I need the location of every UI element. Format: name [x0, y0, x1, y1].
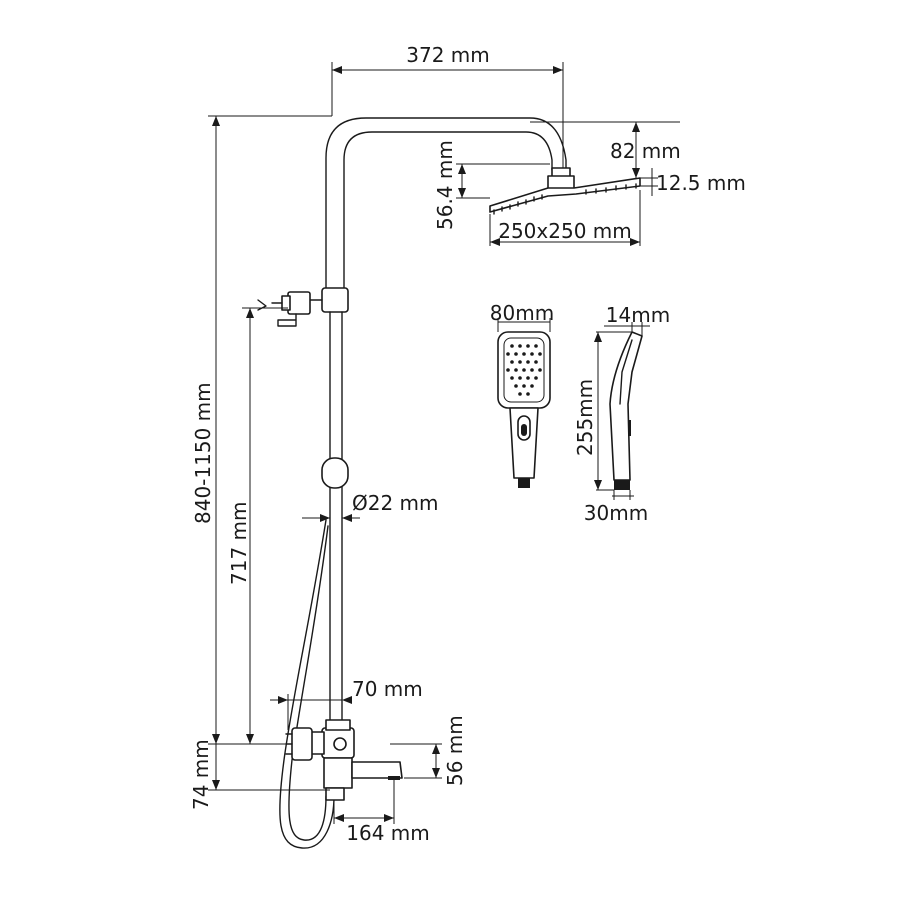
dim-holder-height: 717 mm [227, 502, 251, 586]
mixer-handle [291, 727, 313, 761]
dim-total-height: 840-1150 mm [191, 382, 215, 524]
mixer-top-cap [325, 719, 351, 731]
inlet-nut [325, 787, 345, 801]
shower-hose-inner [288, 525, 329, 841]
dim-handheld-base: 30mm [584, 501, 648, 525]
slider-bracket [321, 287, 349, 313]
hand-shower-side [609, 331, 643, 490]
dim-handheld-length: 255mm [573, 379, 597, 456]
holder-hook [277, 313, 297, 327]
shower-column [257, 117, 567, 849]
head-nozzles [493, 183, 637, 215]
dim-inlet-height: 74 mm [189, 739, 213, 810]
dim-head-thickness: 12.5 mm [656, 171, 746, 195]
dim-head-height: 56.4 mm [433, 140, 457, 230]
dim-mixer-offset: 70 mm [352, 677, 423, 701]
dim-spout-reach: 164 mm [346, 821, 430, 845]
upper-rail-pipe [325, 117, 567, 291]
dimension-lines [208, 62, 680, 824]
rail-joint [321, 457, 349, 489]
shower-hose [279, 519, 335, 849]
spray-nozzle-grid [506, 344, 542, 396]
upper-rail-pipe-inner [343, 131, 553, 291]
handheld-holder [287, 291, 311, 315]
spout [351, 761, 403, 779]
diverter-knob [333, 737, 347, 751]
dim-head-drop: 82 mm [610, 139, 681, 163]
dim-handheld-thickness: 14mm [606, 303, 670, 327]
dim-arm-reach: 372 mm [406, 43, 490, 67]
hand-shower-handle [509, 407, 539, 479]
hand-shower-side-body [609, 331, 643, 481]
hand-shower-connector [518, 478, 530, 488]
dim-head-size: 250x250 mm [498, 219, 632, 243]
dim-rail-diameter: Ø22 mm [352, 491, 439, 515]
hand-shower-side-connector [614, 480, 630, 490]
dim-spout-height: 56 mm [443, 715, 467, 786]
dim-handheld-width: 80mm [490, 301, 554, 325]
dimension-labels: 372 mm 82 mm 12.5 mm 56.4 mm 250x250 mm … [189, 43, 746, 845]
rain-shower-head [489, 167, 641, 215]
hand-shower-front [497, 331, 551, 488]
spout-body [323, 757, 353, 789]
